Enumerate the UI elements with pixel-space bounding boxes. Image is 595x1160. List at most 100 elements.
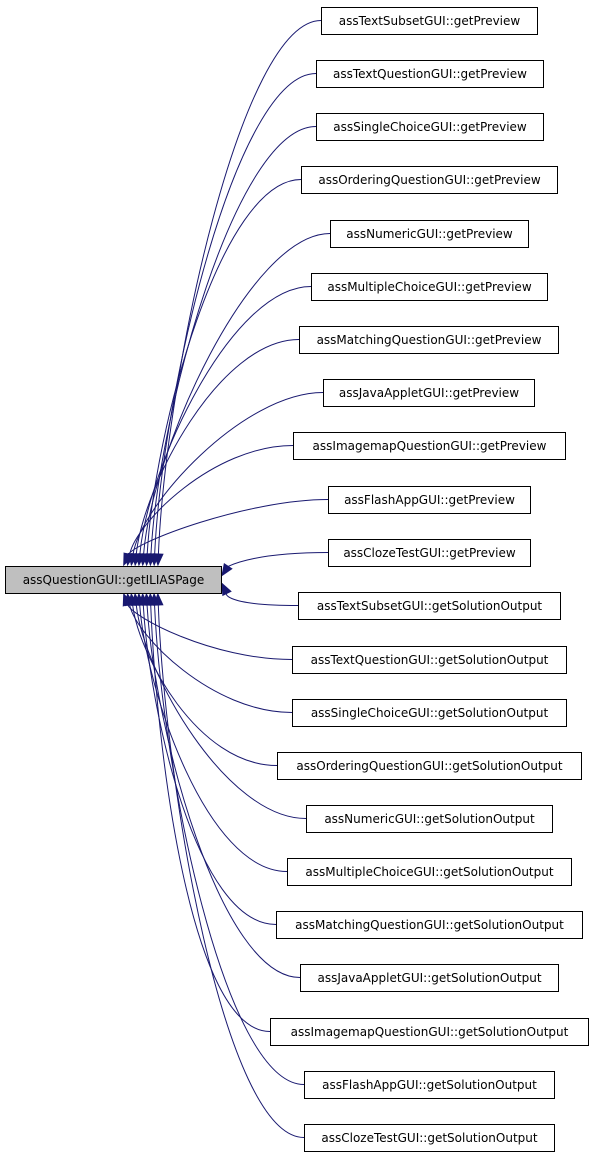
edge-line-1	[157, 20, 322, 555]
caller-node-14-label: assSingleChoiceGUI::getSolutionOutput	[311, 706, 549, 720]
edge-caller-12	[221, 582, 299, 606]
caller-node-14-box	[292, 699, 567, 727]
edge-line-7	[135, 339, 300, 555]
edge-caller-22	[153, 592, 305, 1138]
edge-line-21	[154, 604, 305, 1085]
caller-node-17-box	[287, 858, 572, 886]
caller-node-20[interactable]: assImagemapQuestionGUI::getSolutionOutpu…	[270, 1018, 589, 1046]
edge-line-22	[157, 604, 305, 1138]
caller-node-16-box	[306, 805, 553, 833]
arrowhead-icon	[153, 592, 164, 606]
caller-node-8[interactable]: assJavaAppletGUI::getPreview	[323, 379, 535, 407]
caller-node-14[interactable]: assSingleChoiceGUI::getSolutionOutput	[292, 699, 567, 727]
edge-caller-14	[124, 592, 293, 713]
edge-line-4	[146, 179, 302, 555]
arrowhead-icon	[221, 563, 233, 577]
edge-line-6	[139, 286, 312, 555]
caller-node-5-label: assNumericGUI::getPreview	[346, 227, 513, 241]
caller-node-16-label: assNumericGUI::getSolutionOutput	[324, 812, 535, 826]
caller-node-9[interactable]: assImagemapQuestionGUI::getPreview	[293, 432, 566, 460]
edge-line-15	[132, 604, 278, 766]
edge-line-10	[127, 499, 329, 556]
edge-caller-18	[138, 592, 277, 925]
caller-node-21-box	[304, 1071, 555, 1099]
caller-node-11-label: assClozeTestGUI::getPreview	[343, 546, 516, 560]
caller-node-7-label: assMatchingQuestionGUI::getPreview	[317, 333, 542, 347]
caller-node-10-box	[328, 486, 531, 514]
caller-node-12-label: assTextSubsetGUI::getSolutionOutput	[317, 599, 543, 613]
root-node-label: assQuestionGUI::getILIASPage	[23, 573, 205, 587]
edge-caller-10	[123, 499, 329, 567]
caller-node-1[interactable]: assTextSubsetGUI::getPreview	[321, 7, 538, 35]
caller-node-5-box	[330, 220, 529, 248]
caller-node-22[interactable]: assClozeTestGUI::getSolutionOutput	[304, 1124, 555, 1152]
edge-caller-5	[138, 233, 331, 567]
caller-node-9-box	[293, 432, 566, 460]
caller-node-18-label: assMatchingQuestionGUI::getSolutionOutpu…	[295, 918, 564, 932]
caller-node-20-label: assImagemapQuestionGUI::getSolutionOutpu…	[291, 1025, 569, 1039]
edge-line-13	[127, 604, 293, 660]
caller-node-15-label: assOrderingQuestionGUI::getSolutionOutpu…	[296, 759, 562, 773]
caller-node-21[interactable]: assFlashAppGUI::getSolutionOutput	[304, 1071, 555, 1099]
caller-node-13-label: assTextQuestionGUI::getSolutionOutput	[311, 653, 549, 667]
caller-node-10[interactable]: assFlashAppGUI::getPreview	[328, 486, 531, 514]
caller-node-9-label: assImagemapQuestionGUI::getPreview	[313, 439, 547, 453]
caller-node-4[interactable]: assOrderingQuestionGUI::getPreview	[301, 166, 558, 194]
edge-line-17	[139, 604, 288, 872]
edge-line-16	[135, 604, 307, 819]
caller-node-4-box	[301, 166, 558, 194]
caller-node-20-box	[270, 1018, 589, 1046]
edge-caller-7	[131, 339, 300, 567]
caller-node-3[interactable]: assSingleChoiceGUI::getPreview	[316, 113, 544, 141]
caller-node-18-box	[276, 911, 583, 939]
caller-node-1-label: assTextSubsetGUI::getPreview	[339, 14, 521, 28]
nodes-layer: assQuestionGUI::getILIASPageassTextSubse…	[5, 7, 589, 1152]
caller-node-8-box	[323, 379, 535, 407]
caller-node-6-box	[311, 273, 548, 301]
edge-caller-1	[153, 20, 322, 567]
edges-layer	[122, 20, 331, 1138]
caller-node-19[interactable]: assJavaAppletGUI::getSolutionOutput	[300, 964, 559, 992]
caller-node-22-label: assClozeTestGUI::getSolutionOutput	[321, 1131, 538, 1145]
caller-node-17[interactable]: assMultipleChoiceGUI::getSolutionOutput	[287, 858, 572, 886]
edge-caller-6	[134, 286, 312, 567]
edge-caller-11	[221, 552, 329, 577]
caller-node-13[interactable]: assTextQuestionGUI::getSolutionOutput	[292, 646, 567, 674]
caller-node-19-box	[300, 964, 559, 992]
caller-node-11[interactable]: assClozeTestGUI::getPreview	[328, 539, 531, 567]
edge-line-3	[150, 126, 317, 555]
caller-node-7[interactable]: assMatchingQuestionGUI::getPreview	[299, 326, 559, 354]
edge-caller-21	[149, 592, 305, 1085]
caller-node-6-label: assMultipleChoiceGUI::getPreview	[327, 280, 531, 294]
caller-node-17-label: assMultipleChoiceGUI::getSolutionOutput	[305, 865, 553, 879]
caller-node-8-label: assJavaAppletGUI::getPreview	[339, 386, 519, 400]
caller-node-7-box	[299, 326, 559, 354]
caller-node-5[interactable]: assNumericGUI::getPreview	[330, 220, 529, 248]
edge-line-11	[227, 552, 329, 567]
edge-line-12	[225, 592, 299, 606]
caller-node-15-box	[277, 752, 582, 780]
caller-node-12[interactable]: assTextSubsetGUI::getSolutionOutput	[298, 592, 561, 620]
arrowhead-icon	[221, 582, 232, 597]
caller-node-2-box	[316, 60, 544, 88]
edge-caller-17	[134, 592, 288, 872]
caller-node-16[interactable]: assNumericGUI::getSolutionOutput	[306, 805, 553, 833]
edge-line-9	[129, 445, 294, 555]
caller-node-3-box	[316, 113, 544, 141]
caller-node-2-label: assTextQuestionGUI::getPreview	[333, 67, 527, 81]
caller-node-11-box	[328, 539, 531, 567]
edge-caller-2	[149, 73, 317, 567]
caller-node-4-label: assOrderingQuestionGUI::getPreview	[318, 173, 540, 187]
caller-node-3-label: assSingleChoiceGUI::getPreview	[333, 120, 527, 134]
caller-node-18[interactable]: assMatchingQuestionGUI::getSolutionOutpu…	[276, 911, 583, 939]
caller-node-1-box	[321, 7, 538, 35]
caller-node-15[interactable]: assOrderingQuestionGUI::getSolutionOutpu…	[277, 752, 582, 780]
caller-node-19-label: assJavaAppletGUI::getSolutionOutput	[317, 971, 541, 985]
caller-node-6[interactable]: assMultipleChoiceGUI::getPreview	[311, 273, 548, 301]
caller-node-10-label: assFlashAppGUI::getPreview	[344, 493, 515, 507]
edge-caller-4	[141, 179, 302, 567]
caller-node-2[interactable]: assTextQuestionGUI::getPreview	[316, 60, 544, 88]
edge-line-19	[146, 604, 301, 978]
root-node[interactable]: assQuestionGUI::getILIASPage	[5, 566, 222, 594]
